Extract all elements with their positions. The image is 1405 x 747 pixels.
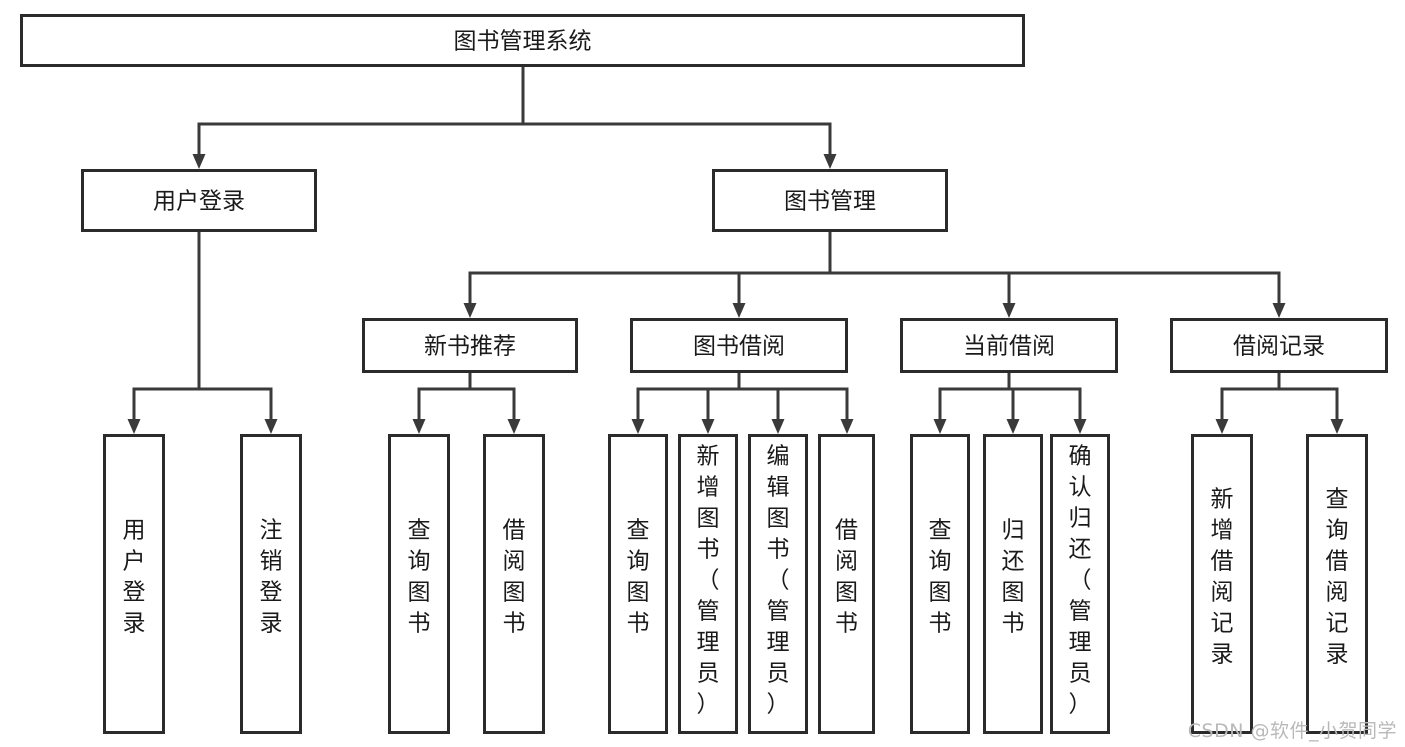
node-label: 新书推荐 <box>424 334 516 360</box>
arrowhead-icon <box>631 419 645 434</box>
arrowhead-icon <box>823 154 837 169</box>
node-label: 用户登录 <box>153 189 245 215</box>
node-box <box>388 434 450 734</box>
node-root[interactable]: 图书管理系统 <box>20 14 1025 67</box>
arrowhead-icon <box>933 419 947 434</box>
node-box <box>483 434 545 734</box>
node-label: 查询借阅记录 <box>1326 487 1349 668</box>
node-leaf-edit-book[interactable]: 编辑图书（管理员） <box>748 434 808 734</box>
arrowhead-icon <box>1215 419 1229 434</box>
node-label: 新增借阅记录 <box>1211 487 1234 668</box>
node-label: 归还图书 <box>1002 518 1025 637</box>
node-box <box>1191 434 1253 734</box>
node-leaf-add-book[interactable]: 新增图书（管理员） <box>678 434 738 734</box>
node-label: 查询图书 <box>408 518 431 637</box>
node-leaf-return-book[interactable]: 归还图书 <box>983 434 1043 734</box>
node-box <box>910 434 970 734</box>
node-user-login[interactable]: 用户登录 <box>81 169 317 232</box>
node-box <box>712 169 948 232</box>
node-new-book-rec[interactable]: 新书推荐 <box>362 318 578 373</box>
node-label: 查询图书 <box>929 518 952 637</box>
node-label: 图书管理 <box>784 189 876 215</box>
node-box <box>983 434 1043 734</box>
arrowhead-icon <box>507 419 521 434</box>
node-box <box>748 434 808 734</box>
node-label: 用户登录 <box>123 518 146 637</box>
arrowhead-icon <box>1330 419 1344 434</box>
node-box <box>103 434 165 734</box>
node-leaf-query-book-3[interactable]: 查询图书 <box>910 434 970 734</box>
node-label: 借阅记录 <box>1233 334 1325 360</box>
node-leaf-query-book-1[interactable]: 查询图书 <box>388 434 450 734</box>
node-label: 借阅图书 <box>835 518 858 637</box>
node-box <box>1306 434 1368 734</box>
node-leaf-query-book-2[interactable]: 查询图书 <box>608 434 668 734</box>
arrowhead-icon <box>732 303 746 318</box>
node-leaf-confirm-return[interactable]: 确认归还（管理员） <box>1050 434 1110 734</box>
arrowhead-icon <box>1006 419 1020 434</box>
node-book-manage[interactable]: 图书管理 <box>712 169 948 232</box>
node-box <box>20 14 1025 67</box>
arrowhead-icon <box>771 419 785 434</box>
arrowhead-icon <box>701 419 715 434</box>
arrowhead-icon <box>1272 303 1286 318</box>
node-box <box>1170 318 1388 373</box>
node-box <box>240 434 302 734</box>
arrowhead-icon <box>1073 419 1087 434</box>
arrowhead-icon <box>412 419 426 434</box>
node-label: 当前借阅 <box>963 334 1055 360</box>
arrowhead-icon <box>127 419 141 434</box>
arrowhead-icon <box>264 419 278 434</box>
node-box <box>362 318 578 373</box>
node-label: 查询图书 <box>627 518 650 637</box>
node-label: 注销登录 <box>260 518 283 637</box>
arrowhead-icon <box>1002 303 1016 318</box>
node-label: 新增图书（管理员） <box>697 444 720 718</box>
node-box <box>818 434 875 734</box>
node-leaf-user-login[interactable]: 用户登录 <box>103 434 165 734</box>
node-box <box>630 318 848 373</box>
node-leaf-query-record[interactable]: 查询借阅记录 <box>1306 434 1368 734</box>
node-leaf-borrow-book-2[interactable]: 借阅图书 <box>818 434 875 734</box>
node-layer: 图书管理系统用户登录图书管理新书推荐图书借阅当前借阅借阅记录用户登录注销登录查询… <box>20 14 1388 734</box>
node-leaf-add-record[interactable]: 新增借阅记录 <box>1191 434 1253 734</box>
node-label: 确认归还（管理员） <box>1069 444 1092 718</box>
node-borrow-record[interactable]: 借阅记录 <box>1170 318 1388 373</box>
node-leaf-logout[interactable]: 注销登录 <box>240 434 302 734</box>
watermark-text: CSDN @软件_小贺同学 <box>1187 720 1397 742</box>
node-leaf-borrow-book-1[interactable]: 借阅图书 <box>483 434 545 734</box>
node-book-borrow[interactable]: 图书借阅 <box>630 318 848 373</box>
node-label: 编辑图书（管理员） <box>767 444 790 718</box>
node-label: 图书管理系统 <box>454 29 592 55</box>
node-box <box>81 169 317 232</box>
node-label: 图书借阅 <box>693 334 785 360</box>
connector-layer <box>127 65 1344 434</box>
arrowhead-icon <box>192 154 206 169</box>
node-box <box>900 318 1118 373</box>
node-current-borrow[interactable]: 当前借阅 <box>900 318 1118 373</box>
node-box <box>1050 434 1110 734</box>
arrowhead-icon <box>463 303 477 318</box>
node-label: 借阅图书 <box>503 518 526 637</box>
arrowhead-icon <box>840 419 854 434</box>
node-box <box>678 434 738 734</box>
node-box <box>608 434 668 734</box>
